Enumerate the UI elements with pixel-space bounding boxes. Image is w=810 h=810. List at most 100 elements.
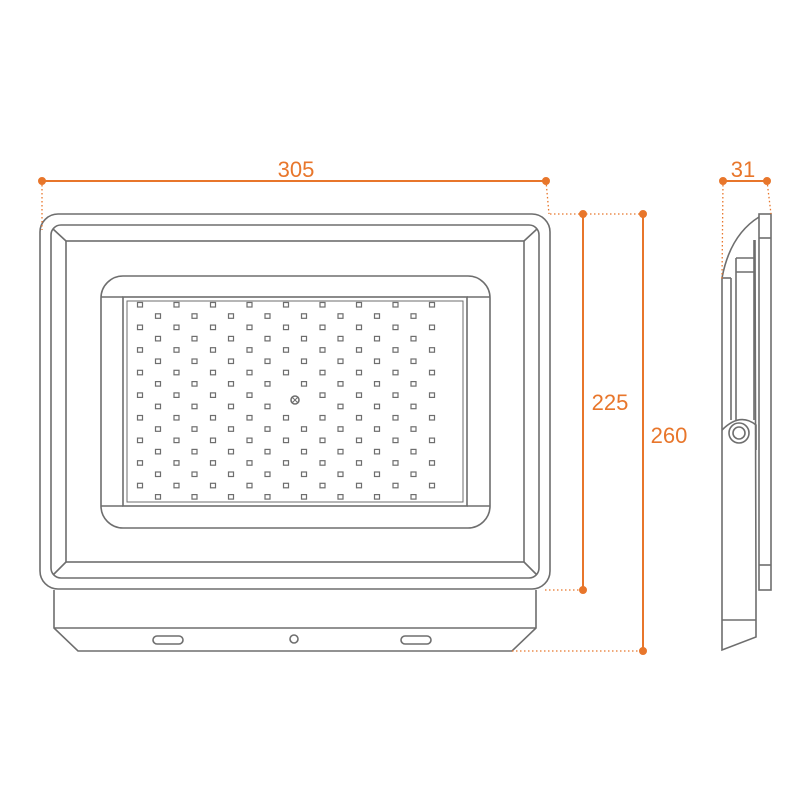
led-chip bbox=[191, 471, 198, 478]
led-chip bbox=[392, 392, 399, 398]
led-chip bbox=[373, 403, 381, 410]
led-chip bbox=[355, 369, 363, 376]
led-chip bbox=[300, 471, 308, 478]
led-chip bbox=[428, 369, 436, 376]
led-chip bbox=[282, 347, 290, 353]
led-chip bbox=[191, 494, 198, 500]
led-chip bbox=[392, 437, 399, 444]
side-front-glass bbox=[758, 213, 772, 591]
led-chip bbox=[227, 358, 235, 365]
led-chip bbox=[264, 471, 271, 478]
dimension-lines: 305 31 225 260 bbox=[38, 157, 772, 655]
housing-outline bbox=[39, 213, 551, 590]
led-chip bbox=[282, 482, 290, 489]
led-chip bbox=[392, 324, 399, 331]
led-chip bbox=[355, 437, 363, 444]
led-chip bbox=[355, 414, 363, 421]
led-chip bbox=[136, 324, 144, 331]
led-chip bbox=[282, 437, 290, 444]
led-chip bbox=[227, 494, 235, 500]
bracket-hole bbox=[289, 634, 299, 644]
led-chip bbox=[246, 414, 253, 421]
led-chip bbox=[319, 392, 326, 398]
led-board bbox=[122, 296, 468, 507]
led-chip bbox=[337, 335, 344, 342]
led-chip bbox=[373, 471, 381, 478]
led-chip bbox=[428, 482, 436, 489]
led-chip bbox=[392, 301, 399, 308]
led-chip bbox=[410, 335, 417, 342]
led-chip bbox=[173, 369, 180, 376]
led-chip bbox=[227, 448, 235, 455]
led-chip bbox=[337, 358, 344, 365]
led-chip bbox=[428, 324, 436, 331]
led-chip bbox=[428, 437, 436, 444]
lens-frame bbox=[100, 275, 491, 529]
led-chip bbox=[227, 403, 235, 410]
mounting-bracket bbox=[53, 590, 537, 652]
led-chip bbox=[209, 460, 217, 466]
led-chip bbox=[154, 494, 162, 500]
led-chip bbox=[173, 392, 180, 398]
led-chip bbox=[209, 369, 217, 376]
led-chip bbox=[191, 381, 198, 387]
led-chip bbox=[227, 381, 235, 387]
led-chip bbox=[209, 414, 217, 421]
led-chip bbox=[300, 358, 308, 365]
led-chip bbox=[373, 448, 381, 455]
led-chip bbox=[319, 369, 326, 376]
led-chip bbox=[337, 448, 344, 455]
led-chip bbox=[246, 460, 253, 466]
led-chip bbox=[191, 426, 198, 432]
led-chip bbox=[264, 358, 271, 365]
center-screw-icon bbox=[290, 395, 300, 405]
led-chip bbox=[428, 460, 436, 466]
led-chip bbox=[154, 335, 162, 342]
led-chip bbox=[154, 381, 162, 387]
led-chip bbox=[428, 347, 436, 353]
hinge-bolt-icon bbox=[728, 422, 750, 444]
led-chip bbox=[319, 347, 326, 353]
led-chip bbox=[246, 437, 253, 444]
led-chip bbox=[373, 381, 381, 387]
led-chip bbox=[300, 448, 308, 455]
led-chip bbox=[264, 426, 271, 432]
led-chip bbox=[246, 392, 253, 398]
led-chip bbox=[264, 403, 271, 410]
led-chip bbox=[209, 324, 217, 331]
led-chip bbox=[191, 358, 198, 365]
led-chip bbox=[173, 460, 180, 466]
led-chip bbox=[136, 369, 144, 376]
led-chip bbox=[319, 414, 326, 421]
housing-inner-edge bbox=[50, 224, 540, 579]
led-chip bbox=[154, 471, 162, 478]
bracket-slot-right bbox=[400, 635, 432, 645]
led-chip bbox=[428, 301, 436, 308]
led-chip bbox=[227, 313, 235, 319]
led-chip bbox=[410, 448, 417, 455]
depth-label: 31 bbox=[731, 157, 755, 182]
led-chip bbox=[392, 482, 399, 489]
led-chip bbox=[282, 414, 290, 421]
led-chip bbox=[373, 494, 381, 500]
led-chip bbox=[355, 324, 363, 331]
led-chip bbox=[410, 381, 417, 387]
side-view bbox=[721, 213, 772, 652]
led-chip bbox=[392, 460, 399, 466]
led-chip bbox=[154, 448, 162, 455]
led-chip bbox=[264, 313, 271, 319]
led-chip bbox=[209, 301, 217, 308]
led-chip bbox=[282, 324, 290, 331]
led-chip bbox=[410, 426, 417, 432]
led-chip bbox=[209, 392, 217, 398]
led-chip bbox=[319, 301, 326, 308]
led-chip bbox=[428, 414, 436, 421]
led-chip bbox=[209, 482, 217, 489]
led-chip bbox=[136, 392, 144, 398]
led-chip bbox=[136, 347, 144, 353]
led-chip bbox=[337, 471, 344, 478]
led-chip bbox=[191, 335, 198, 342]
led-chip bbox=[337, 313, 344, 319]
